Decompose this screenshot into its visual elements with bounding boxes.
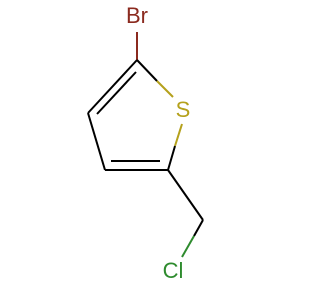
bond-c5-ch2: [167, 169, 204, 221]
atom-label-bromine: Br: [126, 3, 148, 28]
bond-s-c5-b: [167, 145, 176, 171]
bond-ch2-cl-b: [181, 235, 195, 258]
bond-c3-c4: [87, 112, 106, 171]
atom-label-chlorine: Cl: [163, 258, 184, 283]
bond-s-c5-a: [174, 123, 183, 147]
bond-c2-c3: [87, 59, 138, 114]
bond-c2-s-a: [136, 59, 158, 82]
bond-ch2-cl-a: [193, 219, 204, 237]
bond-c2-s-b: [156, 80, 174, 98]
bond-group: [87, 32, 204, 258]
bond-c2-c3-inner: [96, 71, 137, 115]
atom-label-sulfur: S: [176, 97, 191, 122]
molecule-structure: Br S Cl: [87, 3, 204, 283]
